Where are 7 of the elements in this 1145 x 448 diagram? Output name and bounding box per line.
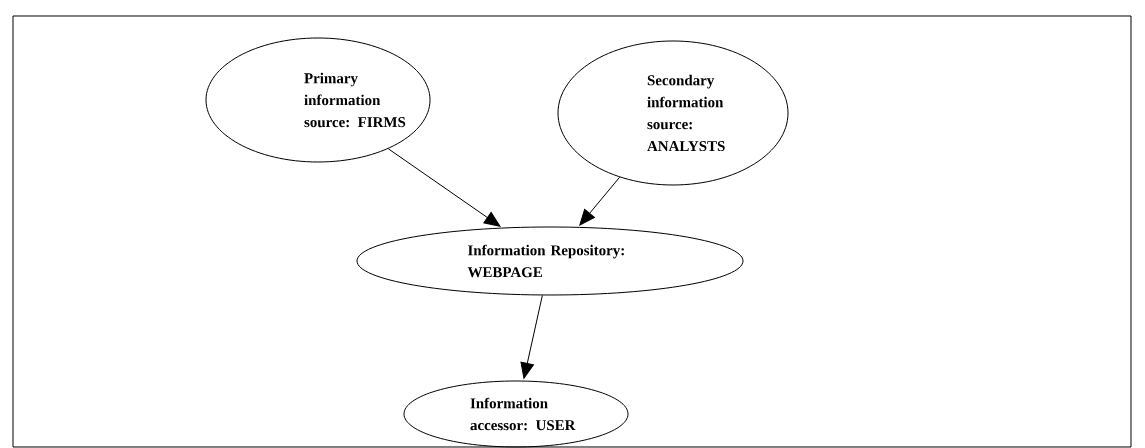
ellipse-node: Information Repository: WEBPAGE [356,226,744,296]
arrow [579,176,621,226]
arrow [387,148,501,227]
ellipse-node: Information accessor: USER [403,380,629,448]
ellipse-node: Secondary information source: ANALYSTS [557,40,789,186]
ellipse-node: Primary information source: FIRMS [205,37,431,163]
arrow [520,294,543,379]
